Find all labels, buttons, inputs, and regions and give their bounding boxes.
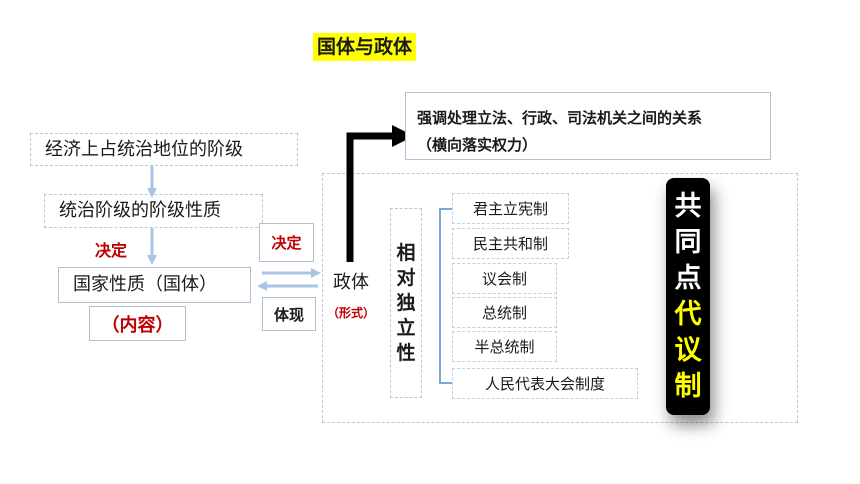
economic-class-label: 经济上占统治地位的阶级	[45, 138, 243, 160]
state-nature-label: 国家性质（国体）	[73, 274, 217, 295]
system-parliamentary: 议会制	[452, 263, 557, 294]
system-presidential: 总统制	[452, 297, 557, 328]
economic-class-box: 经济上占统治地位的阶级	[30, 133, 298, 166]
relations-line-2: （横向落实权力）	[417, 136, 538, 154]
embodies-label: 体现	[273, 305, 304, 324]
state-nature-box: 国家性质（国体）	[58, 267, 251, 303]
relative-independence-char: 相	[396, 241, 416, 264]
decides-box: 决定	[259, 223, 314, 262]
common-point-char: 点	[674, 262, 702, 294]
decides-label-left: 决定	[95, 241, 128, 260]
form-label: （形式）	[327, 306, 376, 320]
relative-independence-char: 性	[396, 341, 416, 364]
common-point-char: 共	[674, 190, 702, 222]
class-nature-box: 统治阶级的阶级性质	[44, 194, 263, 228]
representative-system-char: 议	[674, 334, 702, 366]
relative-independence-char: 对	[396, 266, 416, 289]
system-constitutional-monarchy: 君主立宪制	[452, 193, 569, 224]
system-peoples-congress: 人民代表大会制度	[452, 368, 638, 399]
systems-bracket	[439, 208, 452, 384]
relations-line-1: 强调处理立法、行政、司法机关之间的关系	[417, 109, 703, 127]
political-system-region	[322, 173, 798, 423]
representative-system-char: 制	[674, 370, 702, 402]
relative-independence-char: 独	[396, 291, 416, 314]
class-nature-label: 统治阶级的阶级性质	[59, 200, 221, 221]
arrow-government-to-relations	[346, 125, 414, 262]
system-semi-presidential: 半总统制	[452, 331, 557, 362]
relative-independence-char: 立	[396, 316, 416, 339]
relations-box: 强调处理立法、行政、司法机关之间的关系 （横向落实权力）	[405, 92, 771, 160]
content-box: （内容）	[89, 306, 186, 341]
embodies-box: 体现	[262, 297, 316, 331]
content-label: （内容）	[101, 314, 174, 336]
relative-independence-box: 相 对 独 立 性	[390, 208, 422, 398]
common-point-char: 同	[674, 226, 702, 258]
page-title: 国体与政体	[313, 33, 417, 61]
system-democratic-republic: 民主共和制	[452, 228, 569, 259]
decides-label-middle: 决定	[271, 234, 302, 252]
representative-system-char: 代	[674, 298, 702, 330]
government-label: 政体	[333, 272, 369, 293]
common-point-card: 共 同 点 代 议 制	[666, 178, 710, 415]
